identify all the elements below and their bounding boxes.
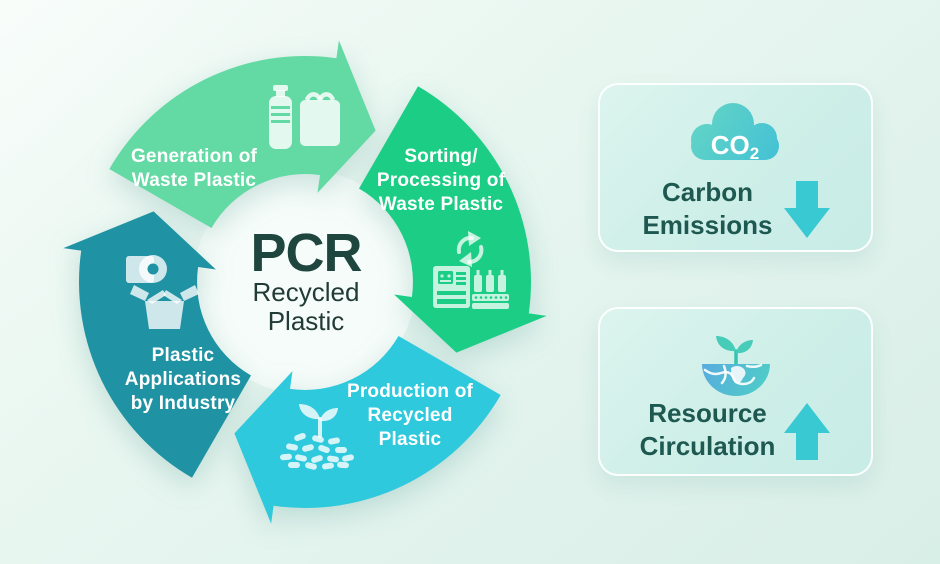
cycle-inner-circle xyxy=(193,170,417,394)
segment-applications-arc xyxy=(63,211,252,478)
label-generation-of-waste-plastic: Generation of Waste Plastic xyxy=(130,146,258,191)
open-box-icon xyxy=(130,285,199,329)
sprout-and-pellets-icon xyxy=(280,404,354,470)
bottle-and-bag-icon xyxy=(269,85,340,149)
sorting-machine-icon xyxy=(433,266,509,309)
resource-circulation-card: Resource Circulation xyxy=(598,307,873,476)
plastic-bag-icon xyxy=(300,92,340,146)
recycle-arrows-icon xyxy=(456,231,484,267)
co2-label: CO2 xyxy=(710,130,758,163)
label-production-of-recycled-plastic: Production of Recycled Plastic xyxy=(346,381,474,450)
paper-roll-icon xyxy=(126,255,167,283)
leaf-left xyxy=(715,336,736,352)
co2-cloud-icon: CO2 xyxy=(690,103,779,163)
cycle-center-subtitle: Recycled Plastic xyxy=(252,277,360,336)
paper-roll-and-box-icon xyxy=(126,255,199,329)
label-sorting-processing: Sorting/ Processing of Waste Plastic xyxy=(376,146,506,215)
leaf-right xyxy=(735,340,753,354)
plastic-bottle-icon xyxy=(269,85,292,149)
resource-circulation-title: Resource Circulation xyxy=(639,398,776,461)
carbon-emissions-title: Carbon Emissions xyxy=(642,177,773,240)
cycle-center-title: PCR xyxy=(250,223,362,283)
label-plastic-applications: Plastic Applications by Industry xyxy=(124,345,242,414)
earth-continent xyxy=(730,366,745,384)
earth-sprout-icon xyxy=(701,336,770,396)
arrow-up-icon xyxy=(784,403,830,460)
segment-production-arc xyxy=(234,336,501,524)
recycle-and-sorting-machine-icon xyxy=(433,231,509,309)
pcr-cycle-diagram xyxy=(63,40,547,524)
arrow-down-icon xyxy=(784,181,830,238)
pellet-pile xyxy=(280,432,354,470)
segment-generation-arc xyxy=(109,40,376,229)
carbon-emissions-card: CO2 Carbon Emissions xyxy=(598,83,873,252)
